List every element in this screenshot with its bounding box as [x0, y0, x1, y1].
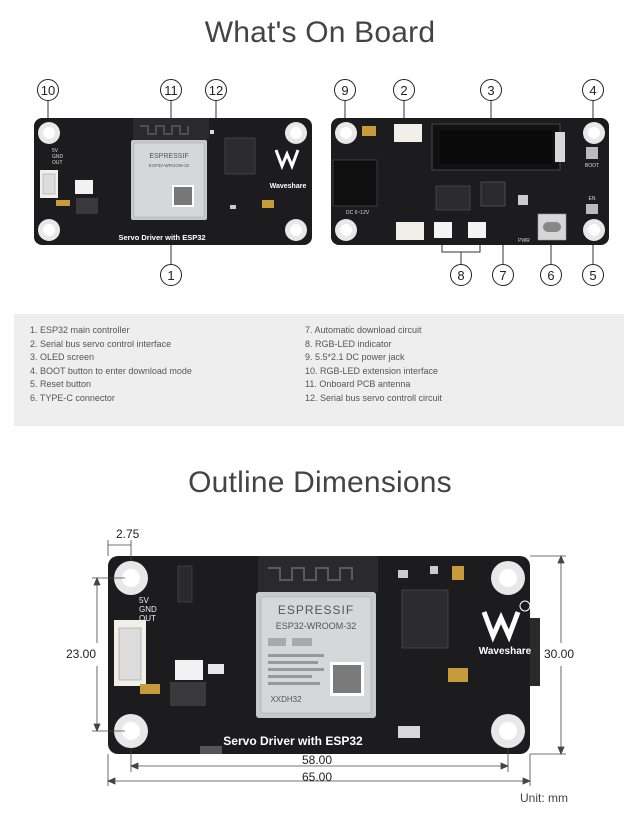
callout-6: 6	[540, 264, 562, 286]
pin-label-out: OUT	[139, 614, 156, 623]
callout-1: 1	[160, 264, 182, 286]
dim-inner-height: 23.00	[66, 647, 97, 661]
unit-label: Unit: mm	[520, 791, 568, 805]
callout-11: 11	[160, 79, 182, 101]
callout-4: 4	[582, 79, 604, 101]
logo-text: Waveshare	[479, 646, 532, 657]
callout-10: 10	[37, 79, 59, 101]
legend-panel: 1. ESP32 main controller 2. Serial bus s…	[14, 314, 624, 426]
dim-outer-height: 30.00	[544, 647, 575, 661]
callout-2: 2	[393, 79, 415, 101]
pwr-label: PWR	[518, 238, 530, 244]
board-label: Servo Driver with ESP32	[223, 734, 363, 748]
pin-label-gnd: GND	[139, 605, 157, 614]
module-brand: ESPRESSIF	[278, 603, 354, 617]
section-title-on-board: What's On Board	[204, 16, 436, 49]
callout-3: 3	[480, 79, 502, 101]
dim-outer-width: 65.00	[302, 770, 333, 784]
callout-8: 8	[450, 264, 472, 286]
legend-item: 11. Onboard PCB antenna	[305, 379, 411, 390]
module-model-small: ESP32-WROOM-32	[149, 163, 190, 168]
boot-label: BOOT	[585, 163, 599, 169]
legend-item: 4. BOOT button to enter download mode	[30, 365, 192, 376]
module-brand-small: ESPRESSIF	[149, 153, 188, 160]
callout-5: 5	[582, 264, 604, 286]
dim-hole-offset: 2.75	[116, 527, 140, 541]
board-label-small: Servo Driver with ESP32	[118, 233, 205, 242]
dc-label: DC 6~12V	[346, 210, 370, 216]
module-model: ESP32-WROOM-32	[276, 621, 357, 631]
dimension-lines	[92, 540, 566, 786]
callout-12: 12	[205, 79, 227, 101]
back-board-view: DC 6~12V BOOT EN PWR	[331, 118, 609, 245]
legend-item: 9. 5.5*2.1 DC power jack	[305, 352, 405, 363]
callout-9: 9	[334, 79, 356, 101]
callout-7: 7	[492, 264, 514, 286]
legend-item: 12. Serial bus servo controll circuit	[305, 392, 443, 403]
pin-label-out-small: OUT	[52, 160, 63, 166]
pin-label-5v: 5V	[139, 596, 149, 605]
board-views: ESPRESSIF ESP32-WROOM-32 5V GND OUT Wave…	[34, 101, 609, 264]
legend-item: 3. OLED screen	[30, 352, 95, 363]
legend-item: 6. TYPE-C connector	[30, 392, 115, 403]
legend-right-list: 7. Automatic download circuit 8. RGB-LED…	[305, 324, 442, 406]
legend-item: 10. RGB-LED extension interface	[305, 365, 439, 376]
pin-label-gnd-small: GND	[52, 154, 64, 160]
legend-left-list: 1. ESP32 main controller 2. Serial bus s…	[30, 324, 192, 406]
legend-item: 1. ESP32 main controller	[30, 325, 130, 335]
logo-text-small: Waveshare	[270, 183, 307, 190]
legend-item: 8. RGB-LED indicator	[305, 338, 392, 349]
section-title-outline: Outline Dimensions	[188, 466, 452, 499]
legend-item: 7. Automatic download circuit	[305, 325, 422, 335]
front-board-view: ESPRESSIF ESP32-WROOM-32 5V GND OUT Wave…	[34, 118, 312, 245]
legend-item: 5. Reset button	[30, 379, 92, 390]
large-board: ESPRESSIF ESP32-WROOM-32 XXDH32 5V GND O…	[108, 556, 540, 754]
legend-item: 2. Serial bus servo control interface	[30, 338, 172, 349]
pin-label-5v-small: 5V	[52, 148, 59, 154]
dim-inner-width: 58.00	[302, 753, 333, 767]
module-code: XXDH32	[270, 695, 302, 704]
en-label: EN	[589, 196, 596, 202]
